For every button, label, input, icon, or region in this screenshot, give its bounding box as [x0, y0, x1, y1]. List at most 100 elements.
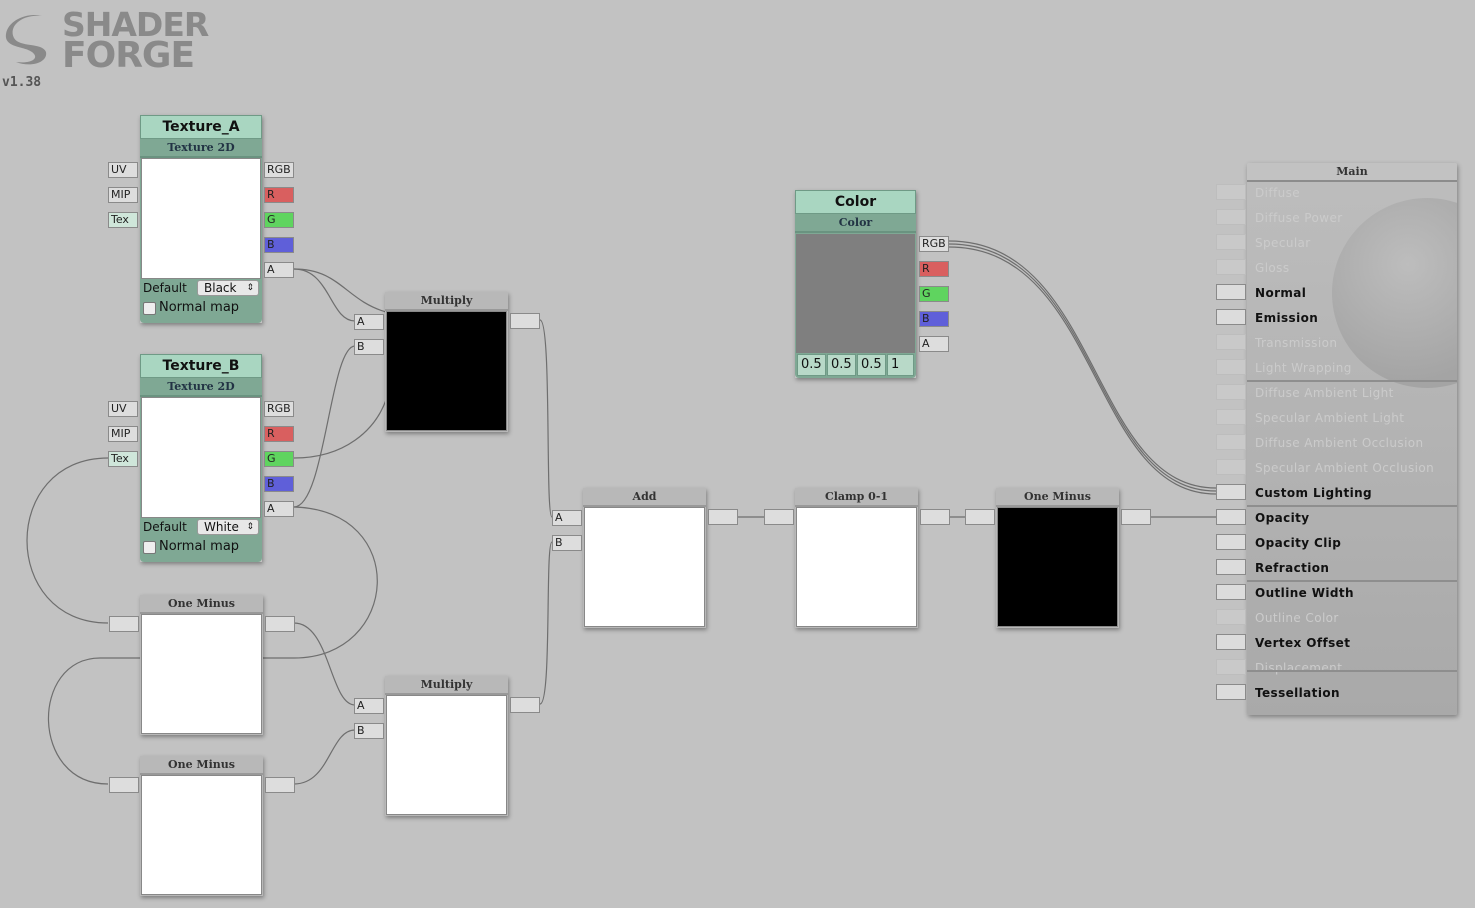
- main-node-title: Main: [1247, 163, 1457, 182]
- output-port[interactable]: [708, 509, 738, 525]
- main-input-port[interactable]: [1216, 684, 1246, 700]
- main-input-port[interactable]: [1216, 559, 1246, 575]
- output-port-r[interactable]: R: [919, 261, 949, 277]
- main-input-port: [1216, 209, 1246, 225]
- output-port[interactable]: [265, 616, 295, 632]
- clamp-node[interactable]: Clamp 0-1: [795, 488, 918, 628]
- normal-map-checkbox[interactable]: [143, 302, 156, 315]
- output-port-g[interactable]: G: [264, 212, 294, 228]
- multiply-1-node[interactable]: Multiply: [385, 292, 508, 432]
- multiply-2-node[interactable]: Multiply: [385, 676, 508, 816]
- node-title: Add: [583, 488, 706, 507]
- output-port-rgb[interactable]: RGB: [919, 236, 949, 252]
- main-input-port[interactable]: [1216, 534, 1246, 550]
- color-value-field[interactable]: 0.5: [797, 354, 826, 376]
- output-port-b[interactable]: B: [264, 476, 294, 492]
- output-port-g[interactable]: G: [919, 286, 949, 302]
- input-port-b[interactable]: B: [552, 535, 582, 551]
- default-label: Default: [143, 281, 187, 295]
- input-port-mip[interactable]: MIP: [108, 187, 138, 203]
- input-port-uv[interactable]: UV: [108, 401, 138, 417]
- main-input-gloss: Gloss: [1255, 261, 1290, 275]
- section-divider: [1247, 505, 1457, 507]
- output-port-rgb[interactable]: RGB: [264, 162, 294, 178]
- main-input-diffuse-ambient-occlusion: Diffuse Ambient Occlusion: [1255, 436, 1424, 450]
- output-port[interactable]: [510, 697, 540, 713]
- input-port-tex[interactable]: Tex: [108, 212, 138, 228]
- one-minus-1-node[interactable]: One Minus: [140, 595, 263, 735]
- one-minus-2-node[interactable]: One Minus: [140, 756, 263, 896]
- main-input-port[interactable]: [1216, 309, 1246, 325]
- main-input-custom-lighting[interactable]: Custom Lighting: [1255, 486, 1373, 500]
- default-select[interactable]: Black⇕: [197, 280, 259, 296]
- logo-text-shader: SHADER: [62, 5, 209, 44]
- node-title: Texture_B: [140, 354, 262, 378]
- input-port[interactable]: [965, 509, 995, 525]
- main-input-refraction[interactable]: Refraction: [1255, 561, 1330, 575]
- output-port-r[interactable]: R: [264, 187, 294, 203]
- input-port-uv[interactable]: UV: [108, 162, 138, 178]
- output-port-a[interactable]: A: [264, 262, 294, 278]
- node-preview: [141, 614, 262, 734]
- main-input-tessellation[interactable]: Tessellation: [1255, 686, 1340, 700]
- main-input-port: [1216, 334, 1246, 350]
- output-port-b[interactable]: B: [264, 237, 294, 253]
- one-minus-3-node[interactable]: One Minus: [996, 488, 1119, 628]
- input-port-mip[interactable]: MIP: [108, 426, 138, 442]
- main-input-port[interactable]: [1216, 509, 1246, 525]
- texture-preview: [141, 158, 261, 279]
- color-value-field[interactable]: 1: [887, 354, 914, 376]
- output-port[interactable]: [265, 777, 295, 793]
- input-port[interactable]: [109, 616, 139, 632]
- node-type: Texture 2D: [140, 378, 262, 397]
- output-port-b[interactable]: B: [919, 311, 949, 327]
- add-node[interactable]: Add: [583, 488, 706, 628]
- output-port[interactable]: [510, 313, 540, 329]
- section-divider: [1247, 380, 1457, 382]
- color-value-field[interactable]: 0.5: [857, 354, 886, 376]
- main-input-outline-width[interactable]: Outline Width: [1255, 586, 1354, 600]
- main-input-port: [1216, 184, 1246, 200]
- wire: [539, 319, 553, 518]
- wire: [948, 243, 1217, 492]
- main-input-port[interactable]: [1216, 484, 1246, 500]
- output-port-r[interactable]: R: [264, 426, 294, 442]
- node-title: Multiply: [385, 292, 508, 311]
- input-port[interactable]: [109, 777, 139, 793]
- input-port-tex[interactable]: Tex: [108, 451, 138, 467]
- color-value-field[interactable]: 0.5: [827, 354, 856, 376]
- main-input-port[interactable]: [1216, 284, 1246, 300]
- input-port-a[interactable]: A: [552, 510, 582, 526]
- main-input-port[interactable]: [1216, 584, 1246, 600]
- main-input-opacity[interactable]: Opacity: [1255, 511, 1310, 525]
- main-input-opacity-clip[interactable]: Opacity Clip: [1255, 536, 1342, 550]
- input-port[interactable]: [764, 509, 794, 525]
- default-select[interactable]: White ⇕: [197, 519, 259, 535]
- output-port[interactable]: [920, 509, 950, 525]
- output-port-a[interactable]: A: [264, 501, 294, 517]
- main-input-port[interactable]: [1216, 634, 1246, 650]
- input-port-b[interactable]: B: [354, 723, 384, 739]
- output-port[interactable]: [1121, 509, 1151, 525]
- default-value: White: [204, 520, 239, 534]
- normal-map-checkbox[interactable]: [143, 541, 156, 554]
- main-input-normal[interactable]: Normal: [1255, 286, 1307, 300]
- main-input-vertex-offset[interactable]: Vertex Offset: [1255, 636, 1351, 650]
- select-arrows-icon: ⇕: [246, 522, 254, 532]
- main-input-port: [1216, 609, 1246, 625]
- input-port-a[interactable]: A: [354, 314, 384, 330]
- main-input-port: [1216, 359, 1246, 375]
- input-port-b[interactable]: B: [354, 339, 384, 355]
- main-input-emission[interactable]: Emission: [1255, 311, 1319, 325]
- output-port-a[interactable]: A: [919, 336, 949, 352]
- color-preview: [795, 233, 916, 354]
- output-port-g[interactable]: G: [264, 451, 294, 467]
- normal-map-label: Normal map: [159, 539, 240, 554]
- output-port-rgb[interactable]: RGB: [264, 401, 294, 417]
- input-port-a[interactable]: A: [354, 698, 384, 714]
- wire: [293, 268, 356, 322]
